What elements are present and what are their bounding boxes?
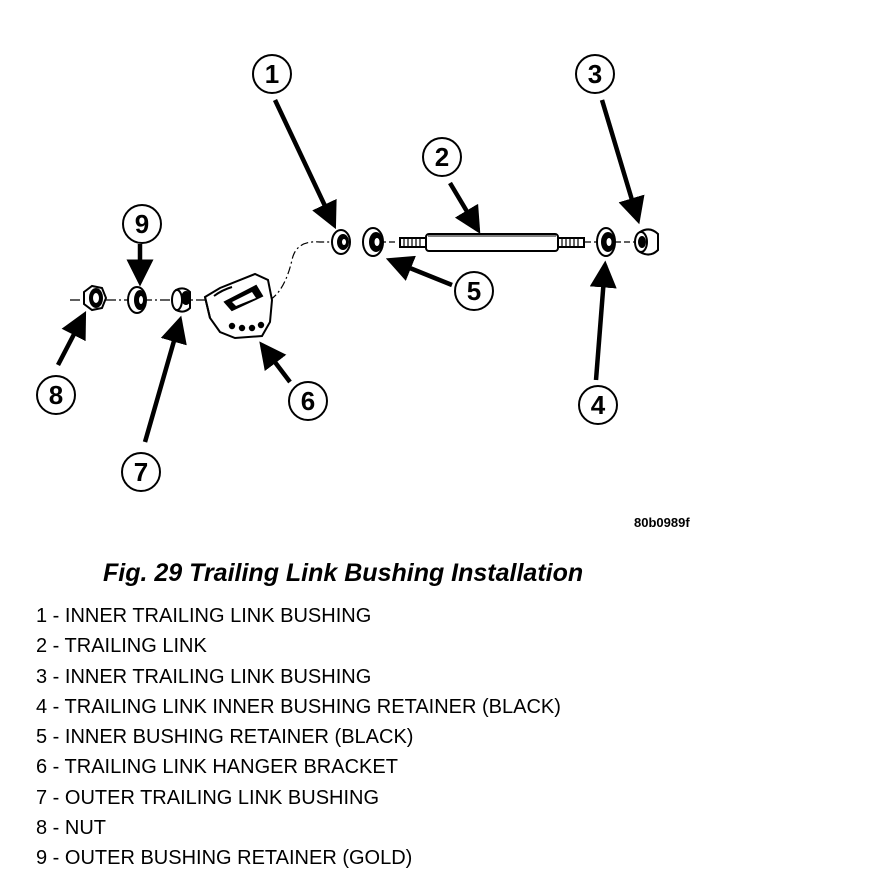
callout-label: 3: [588, 59, 602, 89]
leader-arrow-5: [385, 255, 453, 288]
callout-label: 1: [265, 59, 279, 89]
outer-bushing-part: [171, 287, 191, 313]
exploded-view-diagram: 1 2 3 4 5 6 7 8 9: [36, 54, 659, 492]
nut-part: [83, 284, 108, 312]
callout-label: 5: [467, 276, 481, 306]
callout-9: 9: [122, 204, 162, 244]
legend-item: 7 - OUTER TRAILING LINK BUSHING: [36, 786, 380, 809]
trailing-link-part: [399, 233, 585, 252]
legend-item: 6 - TRAILING LINK HANGER BRACKET: [36, 756, 398, 779]
callout-5: 5: [454, 271, 494, 311]
legend-item: 2 - TRAILING LINK: [36, 635, 207, 658]
callout-6: 6: [288, 381, 328, 421]
callout-label: 6: [301, 386, 315, 416]
callout-8: 8: [36, 375, 76, 415]
callout-1: 1: [252, 54, 292, 94]
inner-bushing-part-3: [634, 228, 659, 256]
callout-2: 2: [422, 137, 462, 177]
inner-bushing-retainer-part: [362, 227, 384, 257]
leader-arrow-1: [272, 99, 337, 230]
legend-item: 4 - TRAILING LINK INNER BUSHING RETAINER…: [36, 695, 561, 718]
callout-label: 8: [49, 380, 63, 410]
legend-item: 5 - INNER BUSHING RETAINER (BLACK): [36, 726, 414, 749]
callout-7: 7: [121, 452, 161, 492]
trailing-link-retainer-part: [596, 227, 616, 257]
callout-label: 4: [591, 390, 606, 420]
legend-item: 8 - NUT: [36, 817, 106, 840]
leader-arrow-8: [56, 311, 87, 367]
callout-3: 3: [575, 54, 615, 94]
callout-label: 2: [435, 142, 449, 172]
callout-label: 7: [134, 457, 148, 487]
legend-item: 9 - OUTER BUSHING RETAINER (GOLD): [36, 847, 413, 870]
callout-4: 4: [578, 385, 618, 425]
leader-arrow-2: [448, 181, 481, 234]
parts-legend: 1 - INNER TRAILING LINK BUSHING 2 - TRAI…: [36, 601, 561, 874]
leader-arrow-3: [599, 99, 645, 225]
leader-arrow-4: [589, 260, 617, 381]
legend-item: 1 - INNER TRAILING LINK BUSHING: [36, 605, 372, 627]
hanger-bracket-part: [203, 272, 274, 340]
figure-caption: Fig. 29 Trailing Link Bushing Installati…: [103, 559, 584, 587]
legend-item: 3 - INNER TRAILING LINK BUSHING: [36, 665, 372, 688]
outer-bushing-retainer-part: [127, 286, 147, 314]
leader-arrow-7: [142, 315, 187, 443]
leader-arrows: [56, 99, 645, 443]
figure-id-code: 80b0989f: [634, 515, 690, 530]
callout-label: 9: [135, 209, 149, 239]
inner-bushing-part-1: [331, 229, 351, 255]
leader-arrow-6: [259, 341, 292, 384]
